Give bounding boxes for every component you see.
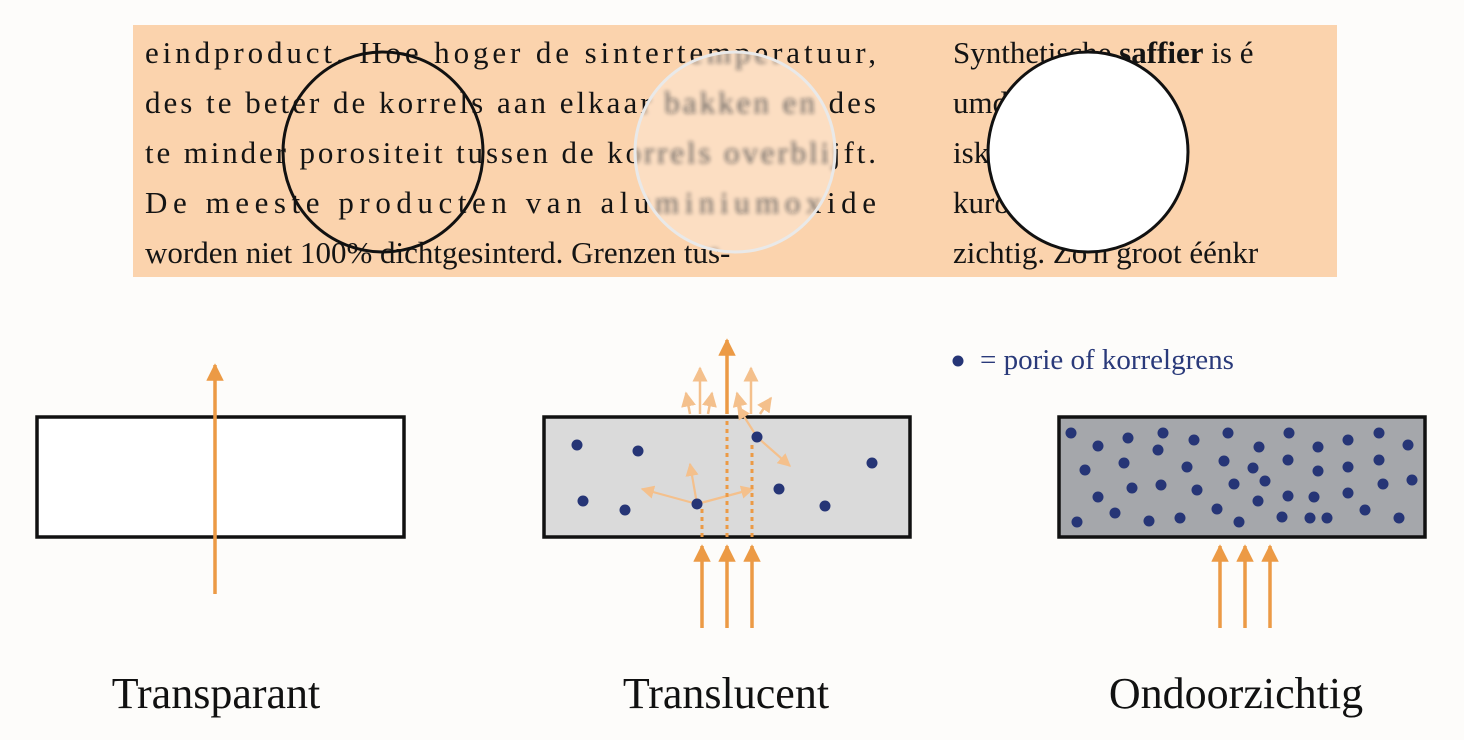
- scattered-light-paths: [640, 405, 791, 506]
- pore-dot: [1283, 427, 1295, 439]
- pore-dot: [1406, 474, 1418, 486]
- pore-dot: [1191, 484, 1203, 496]
- pore-dot: [1247, 462, 1259, 474]
- translucent-lens: [633, 50, 837, 254]
- pore-dot: [1211, 503, 1223, 515]
- pore-dot: [1377, 478, 1389, 490]
- pore-dot: [1092, 440, 1104, 452]
- right-text-span: um: [953, 85, 993, 120]
- transparent-block: [35, 363, 406, 594]
- opaque-pores: [1065, 427, 1418, 528]
- translucent-block: [542, 338, 912, 628]
- pore-dot: [632, 445, 644, 457]
- translucent-pores: [571, 431, 878, 516]
- pore-dot: [1373, 454, 1385, 466]
- pore-dot: [866, 457, 878, 469]
- legend: = porie of korrelgrens: [952, 344, 1234, 376]
- pore-dot: [1143, 515, 1155, 527]
- pore-dot: [1342, 461, 1354, 473]
- pore-dot: [1259, 475, 1271, 487]
- legend-text: = porie of korrelgrens: [980, 344, 1234, 376]
- left-text-line: worden niet 100% dichtgesinterd. Grenzen…: [145, 235, 730, 270]
- pore-dot: [1359, 504, 1371, 516]
- pore-dot: [1276, 511, 1288, 523]
- blocked-light-arrows: [1211, 544, 1279, 628]
- pore-dot: [1321, 512, 1333, 524]
- pore-dot: [691, 498, 703, 510]
- transparent-lens: [281, 50, 485, 254]
- pore-dot: [1155, 479, 1167, 491]
- pore-dot: [1152, 444, 1164, 456]
- pore-dot: [819, 500, 831, 512]
- pore-dot: [1122, 432, 1134, 444]
- pore-dot: [1174, 512, 1186, 524]
- pore-dot: [1282, 490, 1294, 502]
- pore-dot: [1118, 457, 1130, 469]
- pore-dot: [1126, 482, 1138, 494]
- pore-dot: [1304, 512, 1316, 524]
- pore-dot: [1109, 507, 1121, 519]
- pore-dot: [577, 495, 589, 507]
- caption-translucent: Translucent: [623, 669, 829, 718]
- pore-dot: [1092, 491, 1104, 503]
- pore-dot: [1079, 464, 1091, 476]
- pore-dot: [1157, 427, 1169, 439]
- pore-dot: [1312, 465, 1324, 477]
- pore-dot: [1228, 478, 1240, 490]
- pore-dot: [1218, 455, 1230, 467]
- pore-dot: [751, 431, 763, 443]
- pore-dot: [1188, 434, 1200, 446]
- caption-transparent: Transparant: [112, 669, 321, 718]
- light-path-dotted: [700, 417, 754, 537]
- pore-dot: [1402, 439, 1414, 451]
- pore-dot: [1233, 516, 1245, 528]
- pore-dot: [1181, 461, 1193, 473]
- pore-dot: [1065, 427, 1077, 439]
- pore-dot: [1308, 491, 1320, 503]
- pore-dot: [1253, 441, 1265, 453]
- pore-dot: [1071, 516, 1083, 528]
- pore-dot: [1252, 495, 1264, 507]
- legend-dot: [952, 355, 964, 367]
- caption-opaque: Ondoorzichtig: [1109, 669, 1363, 718]
- opaque-block: [1057, 415, 1427, 628]
- pore-dot: [1222, 427, 1234, 439]
- pore-dot: [773, 483, 785, 495]
- opaque-lens: [986, 50, 1190, 254]
- pore-dot: [619, 504, 631, 516]
- pore-dot: [1393, 512, 1405, 524]
- incoming-light-arrows: [693, 544, 761, 628]
- pore-dot: [1312, 441, 1324, 453]
- outgoing-scattered-arrows: [681, 366, 773, 415]
- right-text-span: is é: [1204, 35, 1254, 70]
- pore-dot: [1342, 434, 1354, 446]
- pore-dot: [571, 439, 583, 451]
- right-text-span: ku: [953, 185, 984, 220]
- right-text-span: is: [953, 135, 974, 170]
- pore-dot: [1342, 487, 1354, 499]
- pore-dot: [1373, 427, 1385, 439]
- pore-dot: [1282, 454, 1294, 466]
